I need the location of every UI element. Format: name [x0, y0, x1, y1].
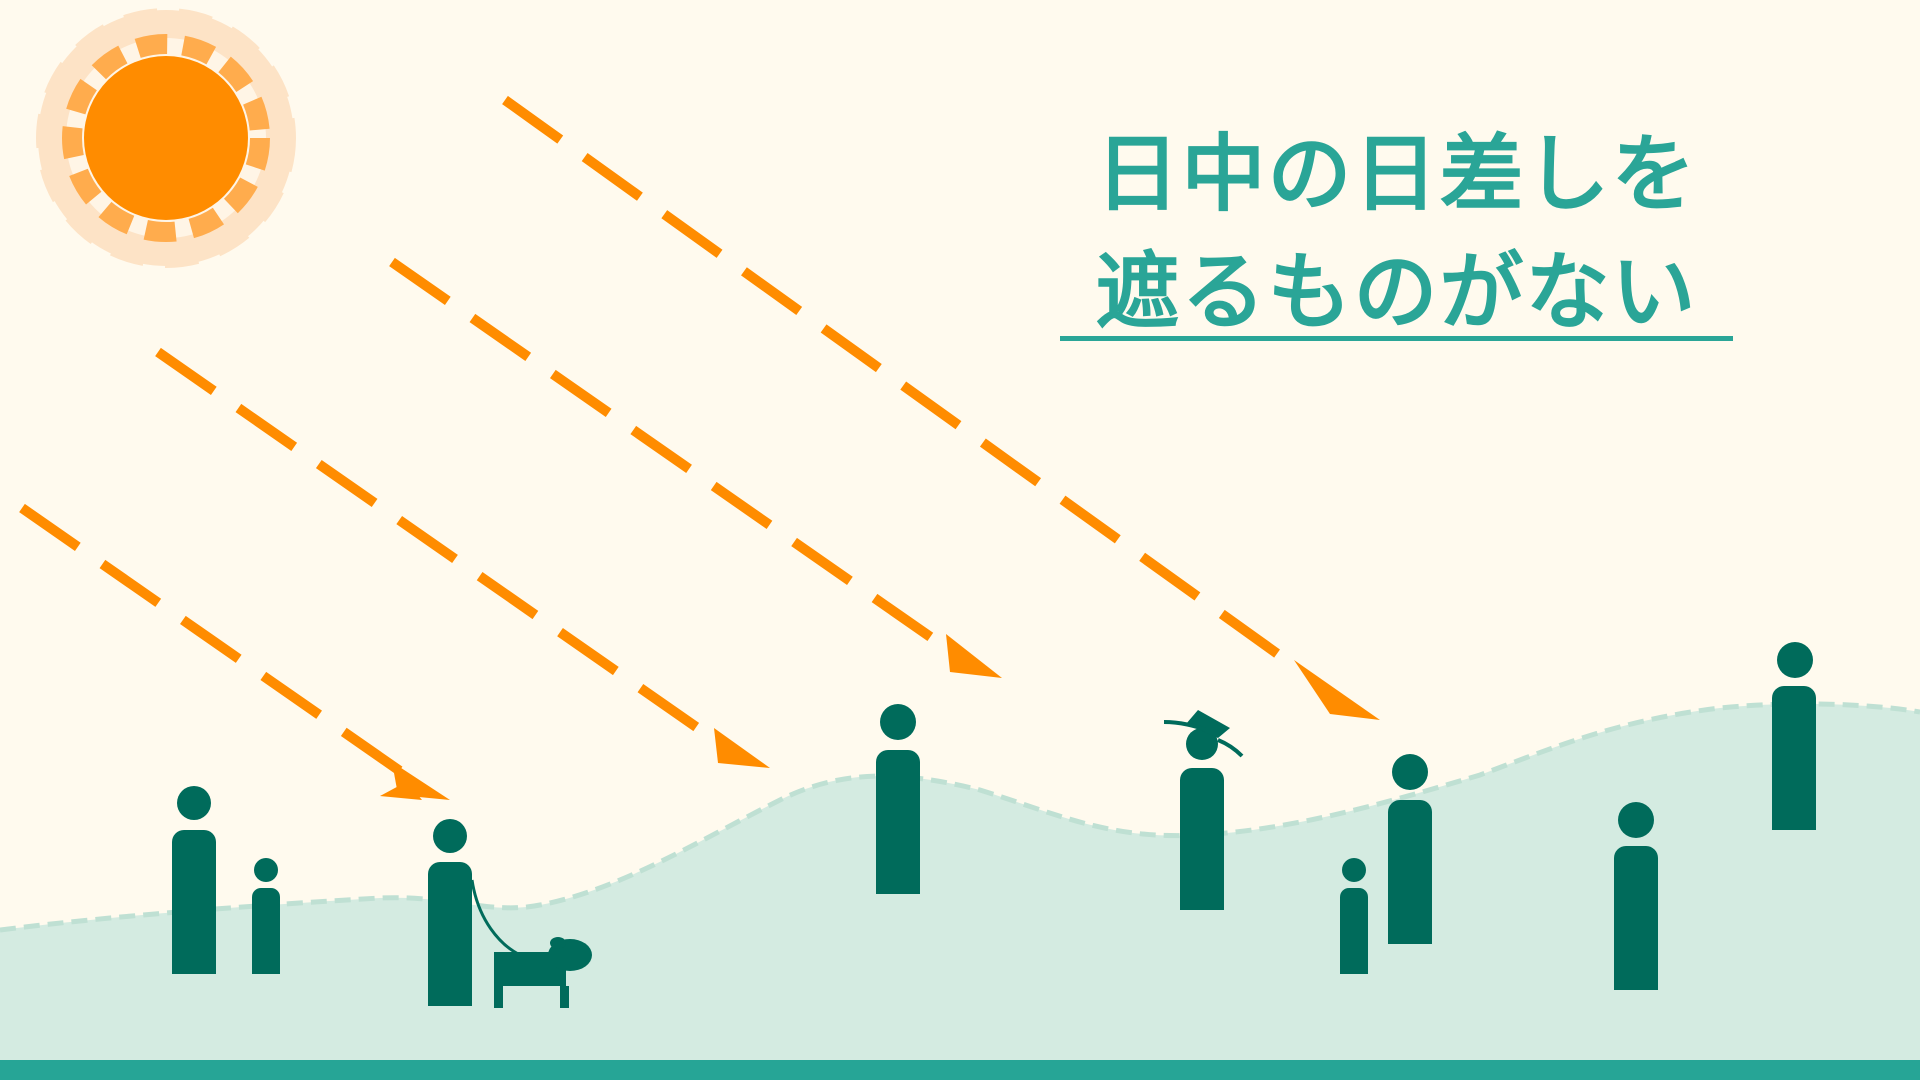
headline-underline	[1060, 336, 1733, 341]
sun-icon	[36, 8, 296, 268]
headline-line-1: 日中の日差しを	[1095, 125, 1698, 223]
headline-line-2: 遮るものがない	[1095, 243, 1698, 341]
person-icon	[876, 704, 920, 894]
person-icon	[1772, 642, 1816, 830]
dog-icon	[494, 937, 592, 1008]
ground-hill	[0, 703, 1920, 1080]
person-with-hat-icon	[1163, 710, 1244, 910]
child-person-icon	[1340, 858, 1368, 974]
sunlight-arrow-2	[155, 347, 770, 768]
person-icon	[1614, 802, 1658, 990]
person-with-dog-icon	[428, 819, 521, 1006]
bottom-band	[0, 1060, 1920, 1080]
person-icon	[172, 786, 216, 974]
sunlight-arrow-3	[389, 257, 1002, 678]
sunlight-arrow-4	[502, 95, 1380, 720]
child-person-icon	[252, 858, 280, 974]
person-icon	[1388, 754, 1432, 944]
sunlight-arrow-1	[19, 503, 450, 800]
ground-hill-edge	[0, 701, 1920, 933]
